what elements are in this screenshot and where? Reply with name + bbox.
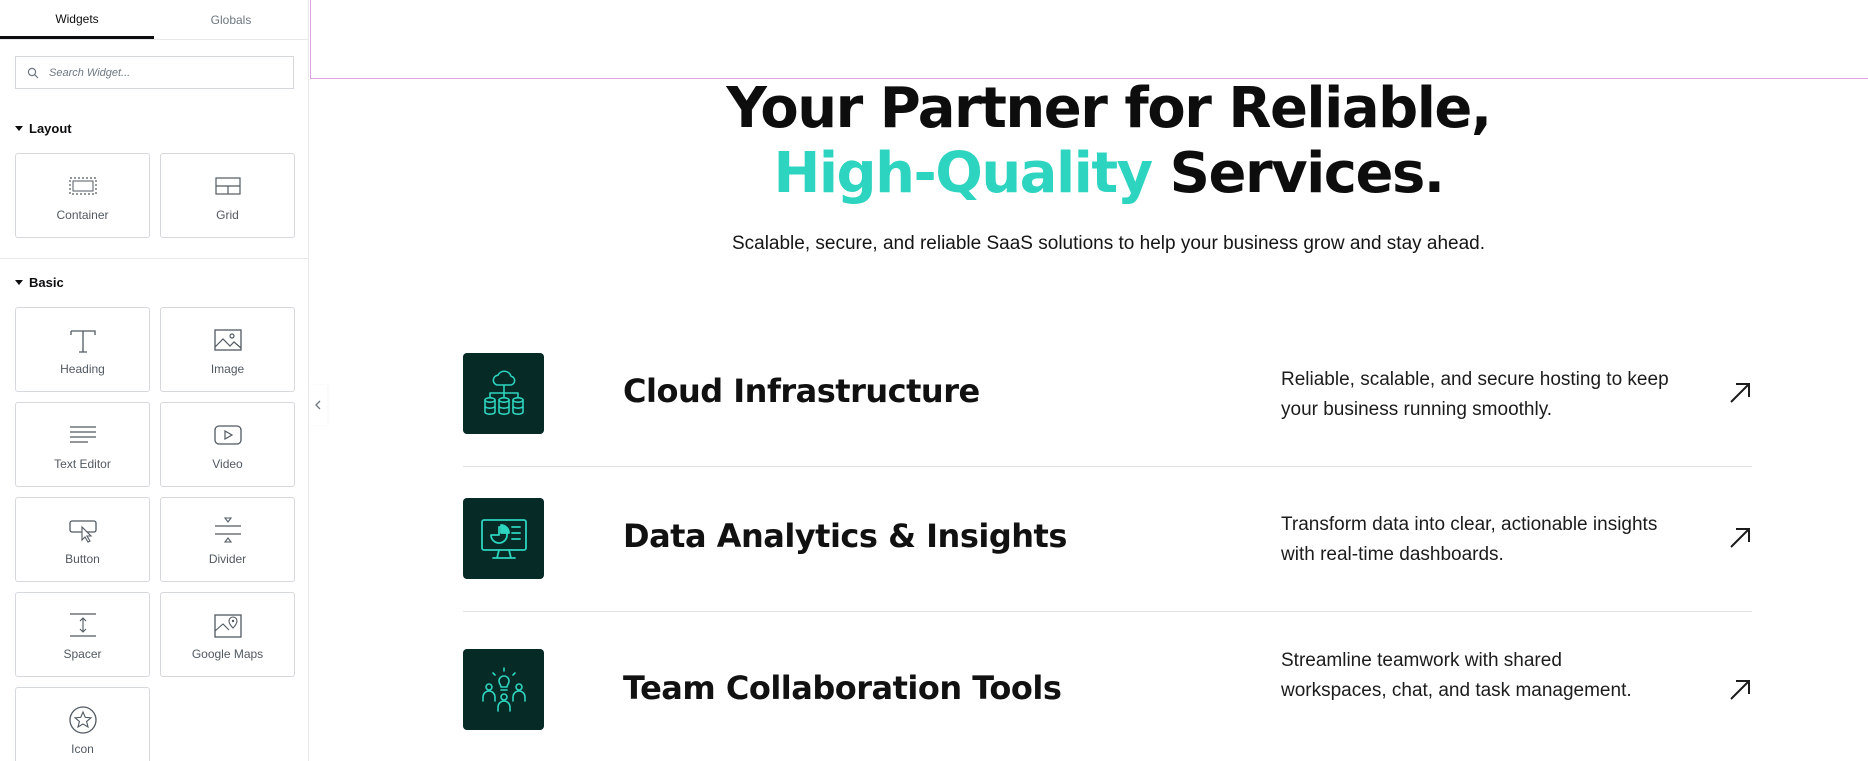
caret-down-icon bbox=[15, 280, 23, 285]
star-icon bbox=[68, 688, 98, 744]
editor-canvas: Your Partner for Reliable, High-Quality … bbox=[310, 0, 1868, 761]
text-editor-icon bbox=[68, 403, 98, 459]
service-title: Team Collaboration Tools bbox=[623, 669, 1062, 707]
search-widget bbox=[15, 56, 294, 89]
widget-icon[interactable]: Icon bbox=[15, 687, 150, 761]
widget-label: Google Maps bbox=[191, 647, 264, 661]
service-separator bbox=[463, 611, 1752, 612]
divider-icon bbox=[213, 498, 243, 554]
widget-google-maps[interactable]: Google Maps bbox=[160, 592, 295, 677]
image-icon bbox=[213, 308, 243, 364]
selected-empty-section[interactable] bbox=[310, 0, 1868, 79]
video-icon bbox=[213, 403, 243, 459]
tab-label: Widgets bbox=[55, 12, 99, 26]
widget-label: Button bbox=[65, 552, 100, 566]
widgets-panel: Widgets Globals Layout Container Grid Ba… bbox=[0, 0, 309, 761]
category-label: Basic bbox=[29, 275, 64, 290]
cloud-database-icon bbox=[463, 353, 544, 434]
widget-label: Image bbox=[210, 362, 245, 376]
tab-globals[interactable]: Globals bbox=[154, 0, 308, 39]
grid-icon bbox=[214, 154, 242, 210]
category-basic[interactable]: Basic bbox=[15, 275, 64, 290]
widget-label: Divider bbox=[208, 552, 247, 566]
widget-label: Heading bbox=[60, 362, 105, 376]
service-description: Transform data into clear, actionable in… bbox=[1281, 514, 1658, 565]
widget-label: Container bbox=[56, 208, 109, 222]
button-icon bbox=[68, 498, 98, 554]
service-separator bbox=[463, 466, 1752, 467]
panel-tabs: Widgets Globals bbox=[0, 0, 308, 40]
analytics-monitor-icon bbox=[463, 498, 544, 579]
widget-container[interactable]: Container bbox=[15, 153, 150, 238]
tab-label: Globals bbox=[210, 12, 252, 27]
hero-title-line2: High-Quality Services. bbox=[310, 142, 1868, 206]
widget-spacer[interactable]: Spacer bbox=[15, 592, 150, 677]
hero-title-accent: High-Quality bbox=[773, 141, 1153, 206]
hero-title-line1: Your Partner for Reliable, bbox=[726, 76, 1492, 141]
category-divider bbox=[0, 258, 308, 259]
widget-image[interactable]: Image bbox=[160, 307, 295, 392]
category-layout[interactable]: Layout bbox=[15, 121, 72, 136]
widget-heading[interactable]: Heading bbox=[15, 307, 150, 392]
google-maps-icon bbox=[213, 593, 243, 649]
search-icon bbox=[27, 67, 39, 78]
widget-video[interactable]: Video bbox=[160, 402, 295, 487]
widget-label: Grid bbox=[216, 208, 239, 222]
container-icon bbox=[68, 154, 97, 210]
service-description: Streamline teamwork with shared workspac… bbox=[1281, 650, 1632, 701]
tab-widgets[interactable]: Widgets bbox=[0, 0, 154, 39]
service-title: Cloud Infrastructure bbox=[623, 372, 980, 410]
service-title: Data Analytics & Insights bbox=[623, 517, 1067, 555]
team-idea-icon bbox=[463, 649, 544, 730]
widget-divider[interactable]: Divider bbox=[160, 497, 295, 582]
category-label: Layout bbox=[29, 121, 72, 136]
hero-subtitle: Scalable, secure, and reliable SaaS solu… bbox=[731, 233, 1486, 254]
arrow-up-right-icon[interactable] bbox=[1728, 678, 1752, 702]
chevron-left-icon bbox=[315, 400, 321, 410]
widget-grid[interactable]: Grid bbox=[160, 153, 295, 238]
widget-label: Text Editor bbox=[54, 457, 111, 471]
arrow-up-right-icon[interactable] bbox=[1728, 526, 1752, 550]
widget-label: Icon bbox=[71, 742, 94, 756]
arrow-up-right-icon[interactable] bbox=[1728, 381, 1752, 405]
hero-title-rest: Services. bbox=[1151, 141, 1445, 206]
spacer-icon bbox=[68, 593, 98, 649]
heading-icon bbox=[68, 308, 98, 364]
caret-down-icon bbox=[15, 126, 23, 131]
service-description: Reliable, scalable, and secure hosting t… bbox=[1281, 369, 1669, 420]
widget-text-editor[interactable]: Text Editor bbox=[15, 402, 150, 487]
widget-label: Spacer bbox=[63, 647, 102, 661]
search-input[interactable] bbox=[49, 66, 279, 79]
collapse-panel-button[interactable] bbox=[309, 385, 327, 425]
widget-button[interactable]: Button bbox=[15, 497, 150, 582]
widget-label: Video bbox=[212, 457, 243, 471]
